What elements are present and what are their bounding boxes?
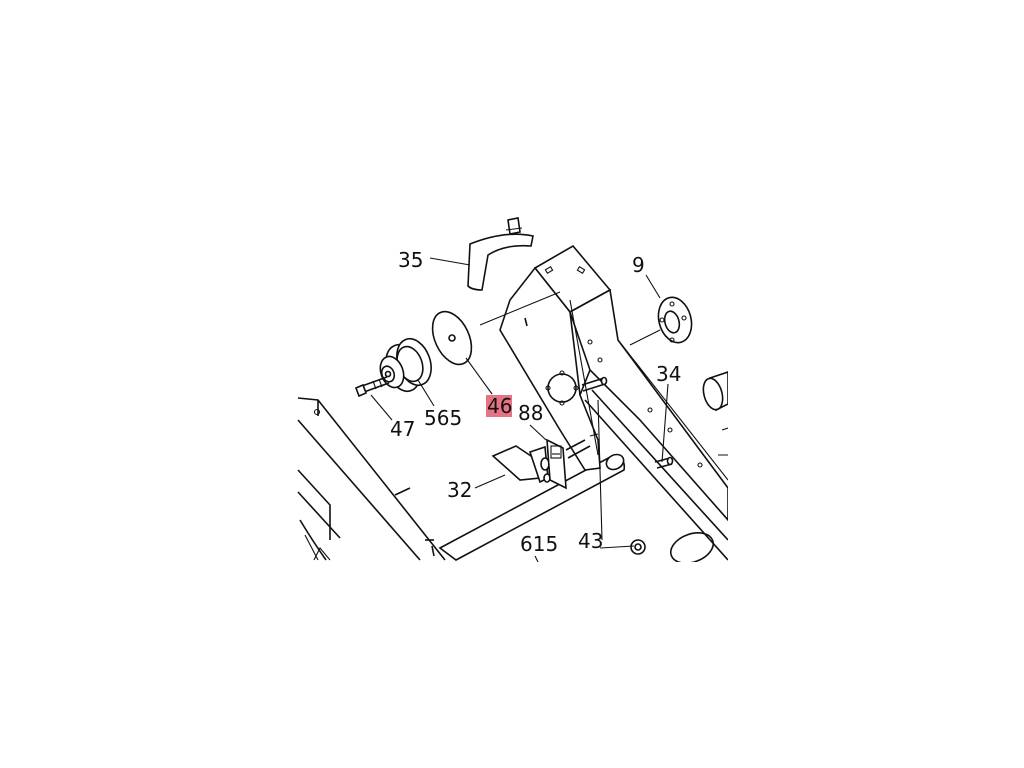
label-34: 34 [656,362,681,386]
part-43-nut [630,539,646,555]
horizontal-tube [438,453,626,561]
part-labels: 35 9 34 46 88 47 565 32 615 43 [390,248,681,556]
label-46: 46 [487,394,512,418]
left-frame-rail [297,397,446,561]
part-34-pin [654,456,674,469]
right-cylinder [702,371,728,412]
part-32-bracket [491,445,551,484]
label-9: 9 [632,253,645,277]
label-46-highlight [486,395,512,417]
part-9-flange [629,296,693,346]
leader-lines [370,257,669,562]
part-46-washer [431,310,473,366]
label-47: 47 [390,417,415,441]
label-43: 43 [578,529,603,553]
part-35-shield [467,217,534,291]
part-565-pulley [379,337,432,393]
part-47-bolt [354,376,390,398]
label-615: 615 [520,532,558,556]
part-88-plate [546,433,599,490]
label-565: 565 [424,406,462,430]
label-35: 35 [398,248,423,272]
label-32: 32 [447,478,472,502]
label-88: 88 [518,401,543,425]
